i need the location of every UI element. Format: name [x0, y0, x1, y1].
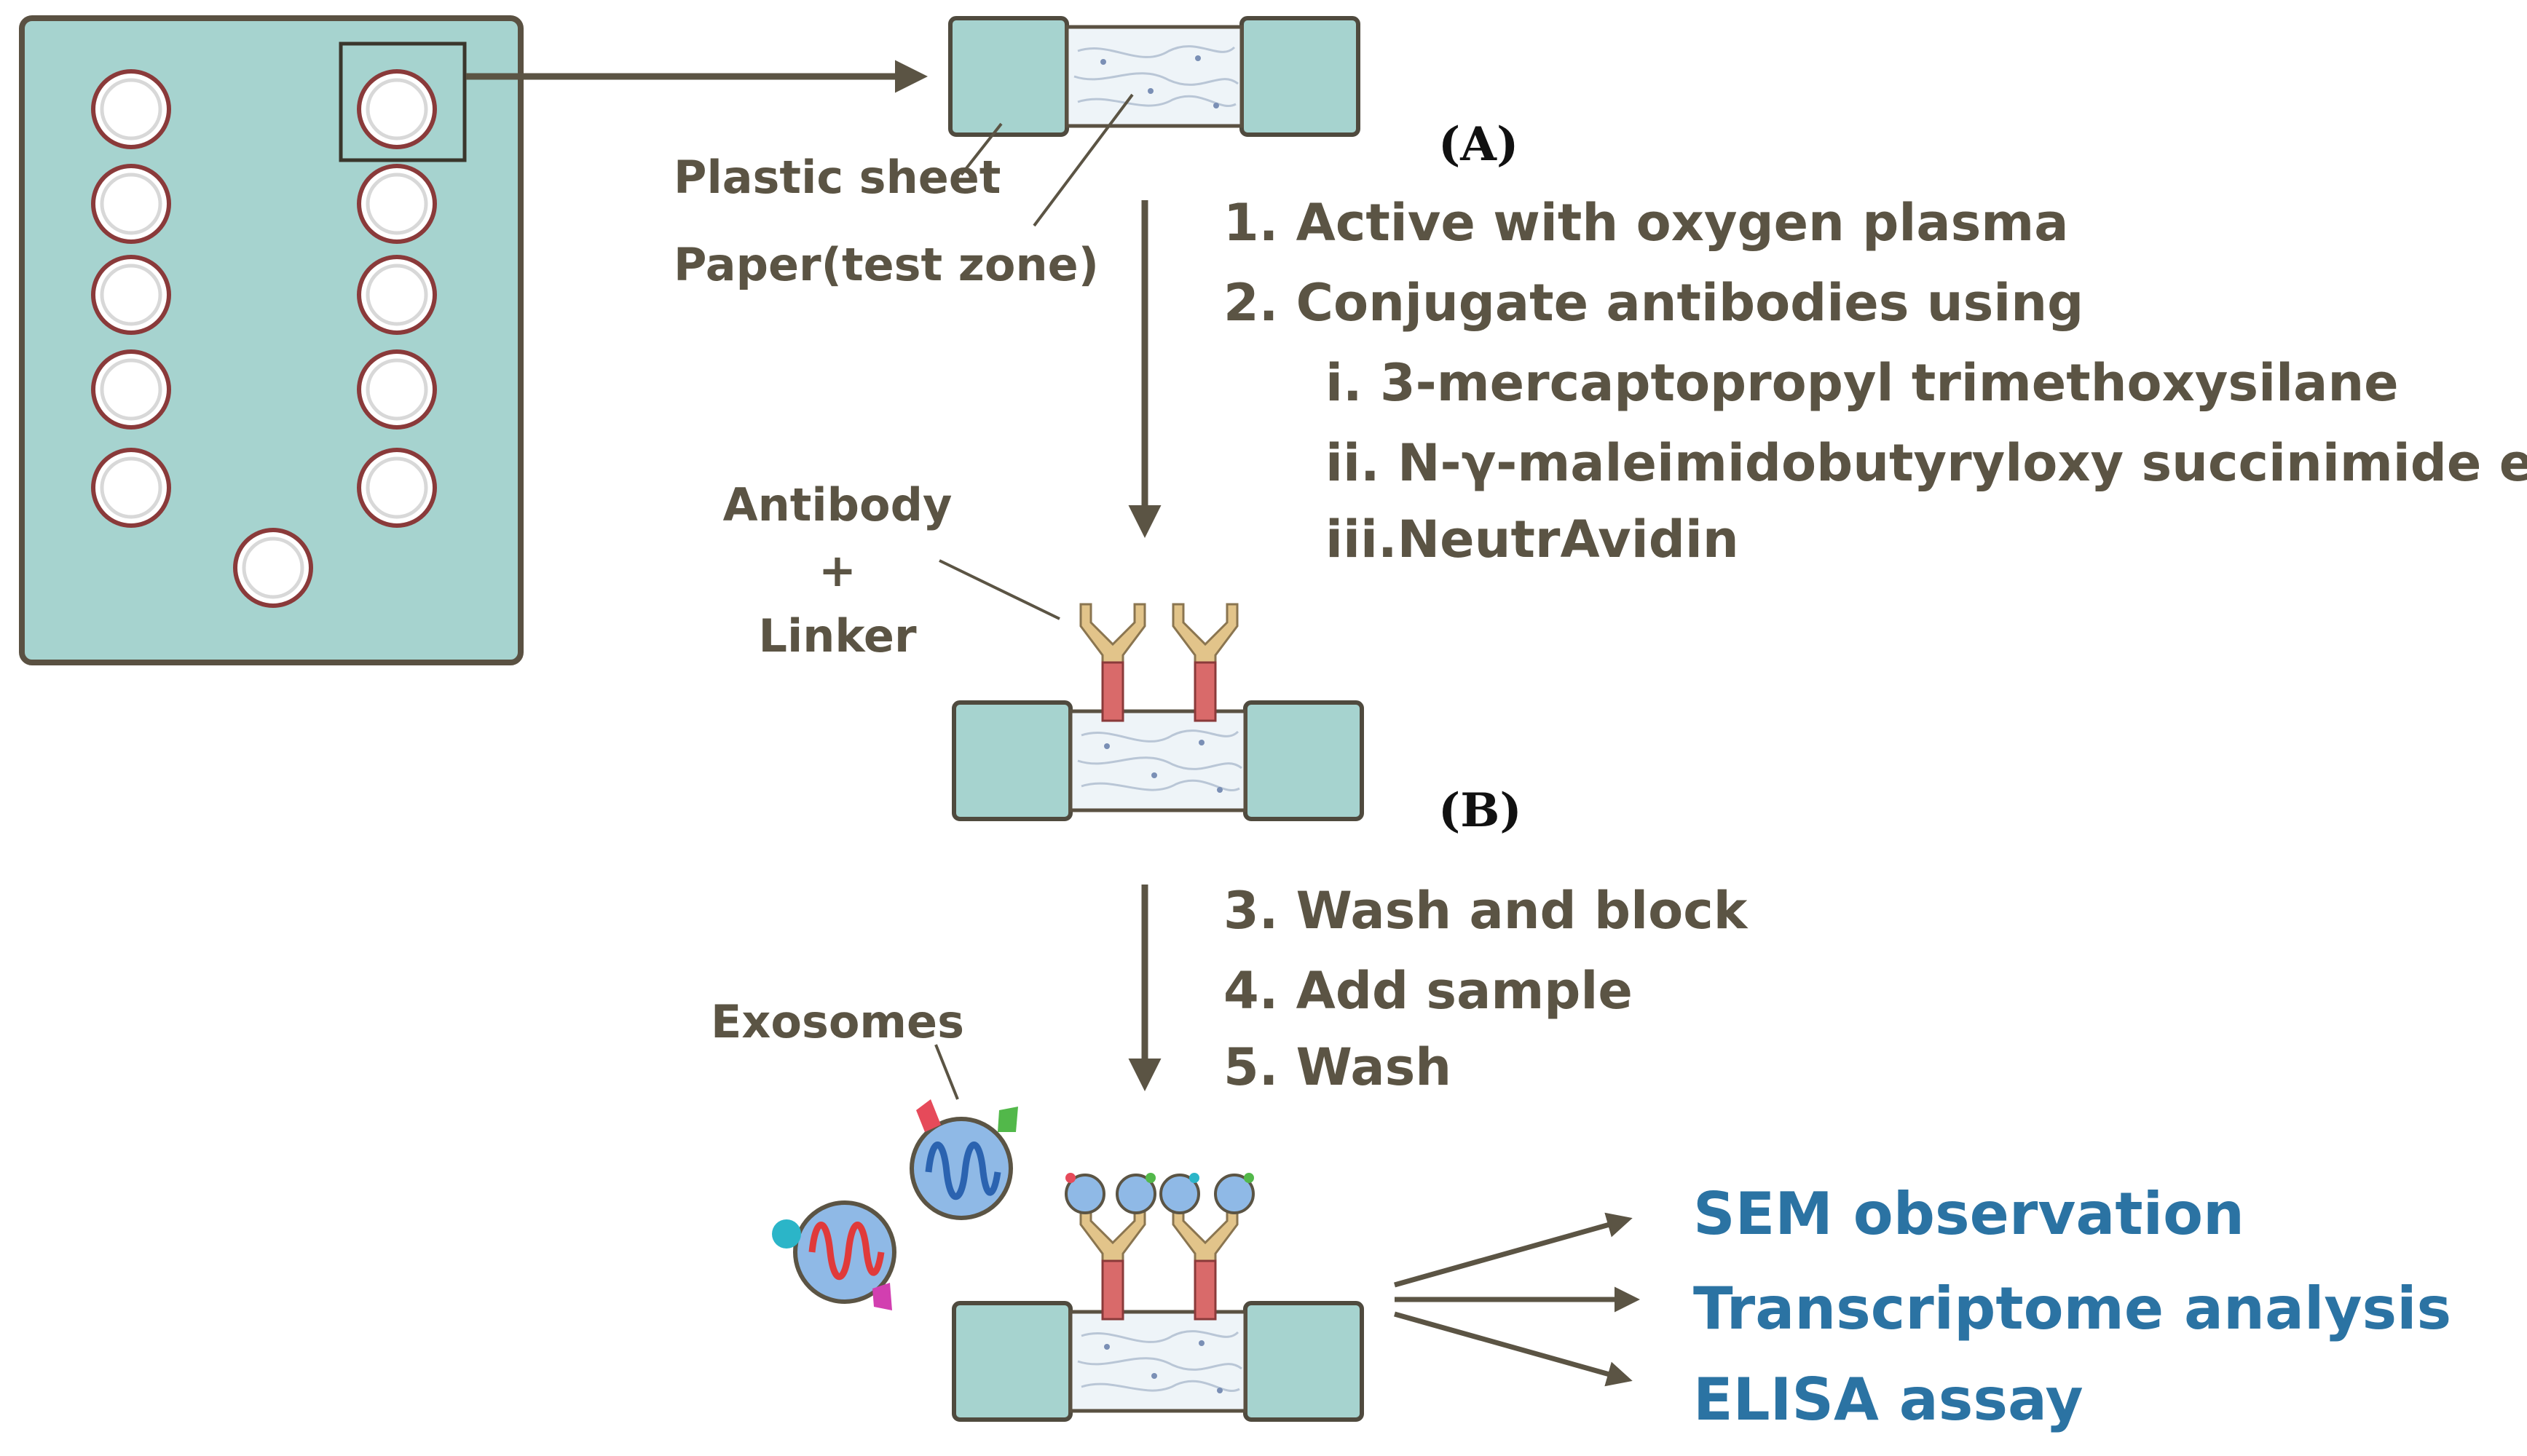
antibody-4	[1172, 1201, 1239, 1321]
plastic-sheet-label: Plastic sheet	[674, 151, 1001, 204]
well	[359, 450, 435, 526]
device-strip-top	[950, 18, 1358, 135]
well	[93, 71, 169, 147]
well	[93, 450, 169, 526]
output-sem: SEM observation	[1693, 1180, 2244, 1248]
exosomes-label: Exosomes	[711, 995, 964, 1048]
step-1: 1. Active with oxygen plasma	[1223, 193, 2068, 253]
plate	[19, 15, 524, 665]
exosome-free-2	[772, 1200, 896, 1310]
well	[93, 166, 169, 242]
well	[359, 166, 435, 242]
step-2-ii: ii. N-γ-maleimidobutyryloxy succinimide …	[1325, 433, 2527, 493]
antibody-3	[1079, 1201, 1146, 1321]
well	[235, 530, 311, 606]
output-transcriptome: Transcriptome analysis	[1693, 1275, 2451, 1342]
well-highlight-box	[339, 41, 467, 162]
output-elisa: ELISA assay	[1693, 1366, 2084, 1433]
device-strip-middle	[954, 703, 1362, 819]
well	[93, 257, 169, 333]
linker-label: Linker	[758, 609, 917, 662]
step-4: 4. Add sample	[1223, 961, 1633, 1021]
antibody-1	[1079, 603, 1146, 722]
plus-label: +	[819, 544, 856, 597]
plastic-sheet-leader	[960, 122, 1003, 176]
captured-exosomes	[1065, 1173, 1255, 1214]
well	[93, 352, 169, 427]
exosomes-leader	[934, 1044, 959, 1100]
output-arrow-3	[1394, 1311, 1633, 1387]
step-3: 3. Wash and block	[1223, 881, 1749, 941]
exosome-free-1	[910, 1099, 1018, 1220]
antibody-2	[1172, 603, 1239, 722]
device-strip-bottom	[954, 1303, 1362, 1420]
paper-test-zone-label: Paper(test zone)	[674, 238, 1099, 291]
antibody-label: Antibody	[723, 478, 953, 531]
well	[359, 352, 435, 427]
step-5: 5. Wash	[1223, 1037, 1451, 1097]
step-2-i: i. 3-mercaptopropyl trimethoxysilane	[1325, 353, 2399, 413]
well	[359, 257, 435, 333]
step-2: 2. Conjugate antibodies using	[1223, 273, 2084, 333]
step-2-iii: iii.NeutrAvidin	[1325, 510, 1739, 569]
paper-leader	[1033, 93, 1134, 227]
output-arrow-1	[1394, 1212, 1633, 1288]
panel-a-label: (A)	[1438, 117, 1518, 172]
antibody-leader	[939, 559, 1060, 620]
panel-b-label: (B)	[1438, 783, 1522, 838]
well-selected	[359, 71, 435, 147]
